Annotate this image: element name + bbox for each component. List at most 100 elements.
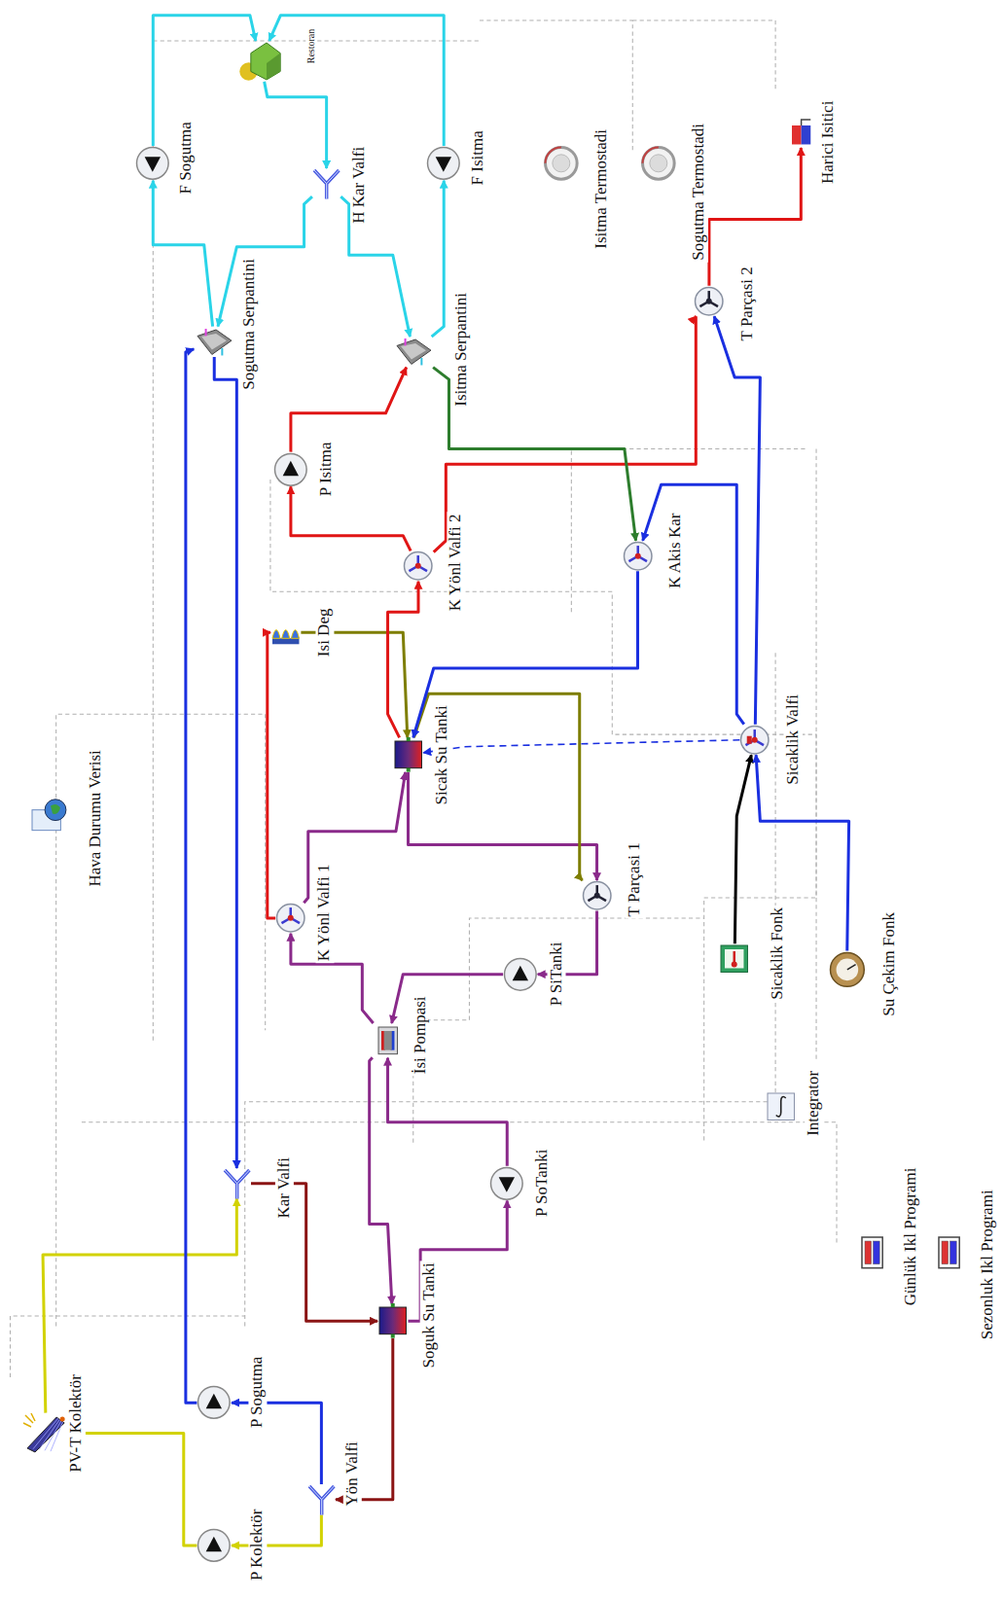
function-body: [720, 945, 748, 972]
thermostat-dial: [649, 154, 668, 173]
pipe-connector: [185, 349, 198, 1403]
integrator-body: [767, 1093, 794, 1120]
function-face: [724, 949, 744, 968]
component-label: P Isitma: [317, 440, 336, 500]
component-label: K Akis Kar: [666, 510, 685, 590]
splitter-inner: [309, 1486, 334, 1515]
control-line: [56, 714, 266, 1326]
pipe-connector: [643, 484, 745, 724]
coil-body: [197, 329, 232, 355]
thermo-node: Sogutma Termostadi: [641, 145, 677, 181]
program-bar: [949, 1241, 957, 1265]
house-node: Restoran: [237, 40, 283, 82]
valve-core: [706, 297, 713, 304]
program-bar: [864, 1241, 872, 1265]
pump-body: [491, 1167, 524, 1200]
component-label: Harici Isitici: [820, 99, 839, 186]
component-label: T Parçasi 1: [625, 840, 645, 919]
house-symbol: [237, 40, 283, 82]
pump-symbol: [502, 957, 538, 993]
weather-node: Hava Durumu Verisi: [30, 795, 72, 837]
pump-triangle: [206, 1394, 222, 1410]
valve-node: K Yönl Valfi 1: [275, 902, 306, 933]
component-label: Isitma Serpantini: [452, 290, 471, 409]
pipe-connector: [152, 180, 213, 327]
control-line: [704, 448, 817, 1143]
tee-symbol: [693, 286, 724, 317]
control-line: [270, 479, 817, 1062]
component-label: Sicaklik Fonk: [768, 905, 788, 1003]
program-bar: [873, 1241, 881, 1265]
meter-needle: [847, 964, 857, 969]
flame: [290, 629, 299, 639]
pipe-connector: [423, 740, 740, 753]
pipe-connector: [214, 357, 237, 1169]
sun-rays: [23, 1413, 36, 1428]
tank-symbol: [377, 1303, 408, 1339]
pump-node: P SiTanki: [502, 957, 538, 993]
valve-core: [415, 563, 422, 570]
component-label: F Sogutma: [177, 119, 196, 196]
valve-body: [404, 552, 432, 580]
collector-stripe: [50, 1421, 64, 1451]
integral-sign: [775, 1097, 786, 1117]
globe: [45, 799, 68, 822]
thermo-sensor: [747, 735, 753, 744]
valve-symbol: [402, 550, 433, 581]
component-label: P SiTanki: [546, 940, 566, 1009]
control-line: [81, 1122, 837, 1246]
component-label: Soguk Su Tanki: [419, 1261, 438, 1371]
prog-node: Sezonluk Ikl Programi: [936, 1235, 962, 1271]
valve-core: [635, 553, 642, 560]
pump-triangle: [283, 460, 299, 476]
pump-triangle: [512, 966, 529, 982]
heater-symbol: [788, 117, 815, 148]
hx-symbol: [270, 619, 301, 646]
pipe-connector: [231, 1402, 322, 1485]
ysplit-node: Kar Valfi: [222, 1168, 251, 1199]
pipe-connector: [714, 316, 760, 725]
ysplit-symbol: [307, 1484, 336, 1515]
splitter-inner: [314, 170, 339, 199]
ysplit-node: Yön Valfi: [307, 1484, 336, 1515]
component-label: PV-T Kolektör: [67, 1372, 86, 1475]
thermostat-ring: [642, 146, 675, 180]
coil-face: [201, 333, 227, 350]
pump-node: F Isitma: [426, 145, 462, 181]
thermometer-bulb: [731, 962, 738, 968]
meter-face: [835, 958, 859, 981]
tank-body: [379, 1307, 406, 1335]
heater-base: [272, 638, 299, 645]
pipe-connector: [388, 1058, 508, 1167]
pump-body: [198, 1387, 231, 1420]
pipe-connector: [392, 974, 503, 1024]
pipe-connector: [250, 1183, 378, 1323]
coil-arrow: [221, 348, 224, 356]
pump-symbol: [426, 145, 462, 181]
component-label: Sicak Su Tanki: [432, 703, 452, 807]
component-label: K Yönl Valfi 1: [315, 862, 334, 965]
tvalve-symbol: [739, 724, 770, 755]
heater-cold: [800, 125, 811, 144]
tank-port: [391, 1303, 395, 1308]
pump-node: F Sogutma: [135, 145, 171, 181]
valve-symbol: [622, 540, 653, 572]
pump-symbol: [489, 1166, 525, 1202]
component-label: P SoTanki: [533, 1147, 552, 1220]
splitter-symbol: [309, 1486, 334, 1515]
control-line: [413, 918, 705, 1144]
component-label: F Isitma: [468, 128, 488, 187]
func-symbol: [718, 943, 750, 974]
pump-body: [137, 146, 170, 180]
valve-body: [695, 286, 723, 315]
pvt-symbol: [23, 1413, 69, 1455]
tank-symbol: [393, 737, 424, 773]
program-body: [938, 1237, 960, 1269]
splitter-symbol: [314, 170, 339, 199]
pump-body: [504, 958, 538, 991]
component-label: Sogutma Termostadi: [689, 121, 709, 263]
coil-arrow: [420, 358, 423, 365]
integ-node: Integrator: [765, 1091, 796, 1122]
